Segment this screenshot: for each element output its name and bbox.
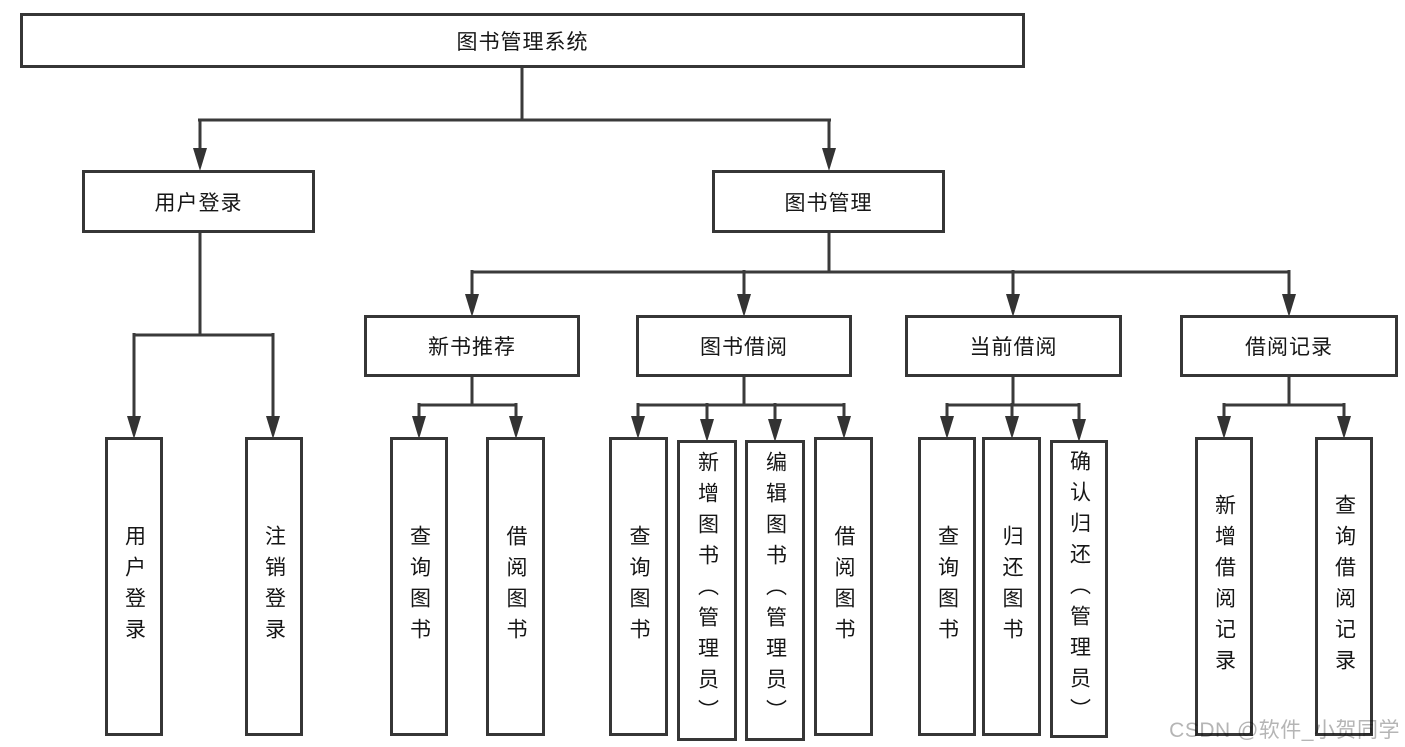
leaf-query-borrow-record: 查询借阅记录 — [1315, 437, 1373, 736]
node-new-book-recommend: 新书推荐 — [364, 315, 580, 377]
connector-userlogin-to-leaves — [132, 233, 275, 419]
arrowhead — [1072, 419, 1086, 442]
arrowhead — [412, 416, 426, 439]
csdn-watermark: CSDN @软件_小贺同学 — [1169, 719, 1400, 742]
leaf-borrow-books-borrow: 借阅图书 — [814, 437, 873, 736]
leaf-query-books-current: 查询图书 — [918, 437, 976, 736]
leaf-logout: 注销登录 — [245, 437, 303, 736]
connector-records-to-leaves — [1222, 377, 1346, 419]
arrowhead — [631, 416, 645, 439]
node-root: 图书管理系统 — [20, 13, 1025, 68]
arrowhead — [193, 148, 207, 171]
arrowhead — [700, 419, 714, 442]
arrowhead — [822, 148, 836, 171]
arrowhead — [1337, 416, 1351, 439]
leaf-edit-book-admin: 编辑图书（管理员） — [745, 440, 805, 741]
arrowhead — [1006, 294, 1020, 317]
leaf-query-books-borrow: 查询图书 — [609, 437, 668, 736]
node-book-borrow: 图书借阅 — [636, 315, 852, 377]
leaf-query-books-recommend: 查询图书 — [390, 437, 448, 736]
connector-bookmgmt-to-level3 — [470, 233, 1291, 297]
arrowhead — [1282, 294, 1296, 317]
connector-current-to-leaves — [945, 377, 1081, 422]
arrowhead — [127, 416, 141, 439]
arrowhead — [266, 416, 280, 439]
leaf-return-books: 归还图书 — [982, 437, 1041, 736]
leaf-user-login: 用户登录 — [105, 437, 163, 736]
leaf-add-borrow-record: 新增借阅记录 — [1195, 437, 1253, 736]
arrowhead — [768, 419, 782, 442]
arrowhead — [940, 416, 954, 439]
leaf-add-book-admin: 新增图书（管理员） — [677, 440, 737, 741]
leaf-confirm-return-admin: 确认归还（管理员） — [1050, 440, 1108, 738]
connector-borrow-to-leaves — [636, 377, 846, 422]
arrowhead — [737, 294, 751, 317]
arrowhead — [465, 294, 479, 317]
leaf-borrow-books-recommend: 借阅图书 — [486, 437, 545, 736]
connector-root-to-level2 — [198, 68, 831, 151]
node-user-login: 用户登录 — [82, 170, 315, 233]
arrowheads — [127, 148, 1351, 442]
node-borrow-records: 借阅记录 — [1180, 315, 1398, 377]
node-current-borrow: 当前借阅 — [905, 315, 1122, 377]
arrowhead — [837, 416, 851, 439]
connector-newbook-to-leaves — [417, 377, 518, 419]
arrowhead — [509, 416, 523, 439]
node-book-management: 图书管理 — [712, 170, 945, 233]
arrowhead — [1005, 416, 1019, 439]
arrowhead — [1217, 416, 1231, 439]
